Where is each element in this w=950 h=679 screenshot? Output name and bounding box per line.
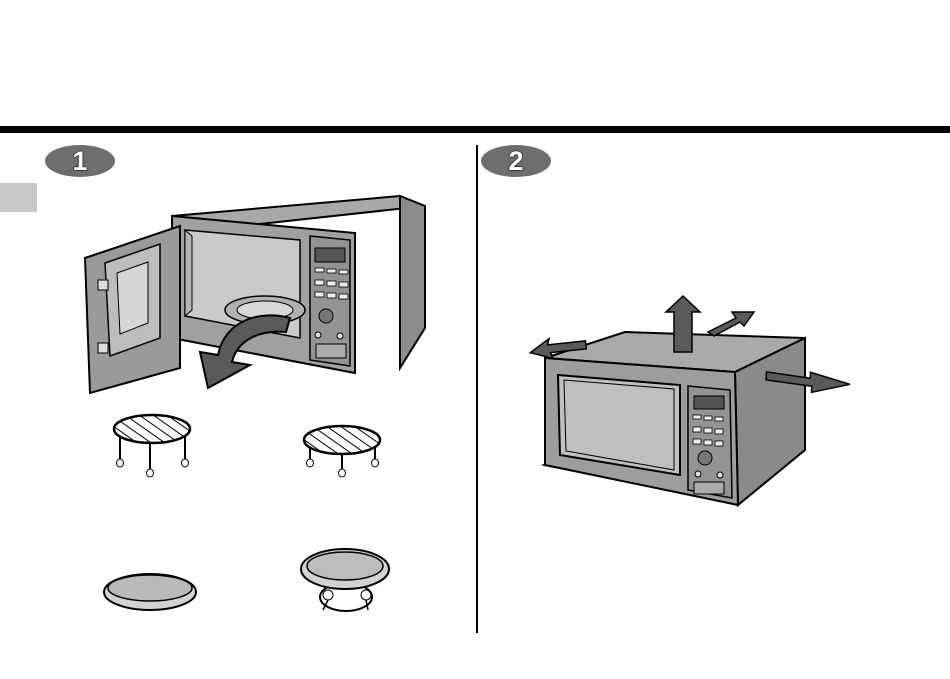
low-rack-illustration bbox=[110, 405, 200, 480]
turntable-removal-arrow-icon bbox=[190, 300, 300, 390]
glass-tray-illustration bbox=[100, 568, 200, 618]
step-number-1: 1 bbox=[72, 146, 87, 177]
header-rule bbox=[0, 126, 950, 133]
step-badge-1: 1 bbox=[45, 145, 115, 177]
clearance-arrow-icon bbox=[526, 292, 856, 392]
roller-ring-tray-illustration bbox=[298, 545, 393, 620]
step-badge-2: 2 bbox=[481, 145, 551, 177]
column-divider bbox=[476, 145, 478, 633]
high-rack-illustration bbox=[300, 418, 390, 483]
section-tab-marker bbox=[0, 183, 37, 212]
step-number-2: 2 bbox=[508, 146, 523, 177]
